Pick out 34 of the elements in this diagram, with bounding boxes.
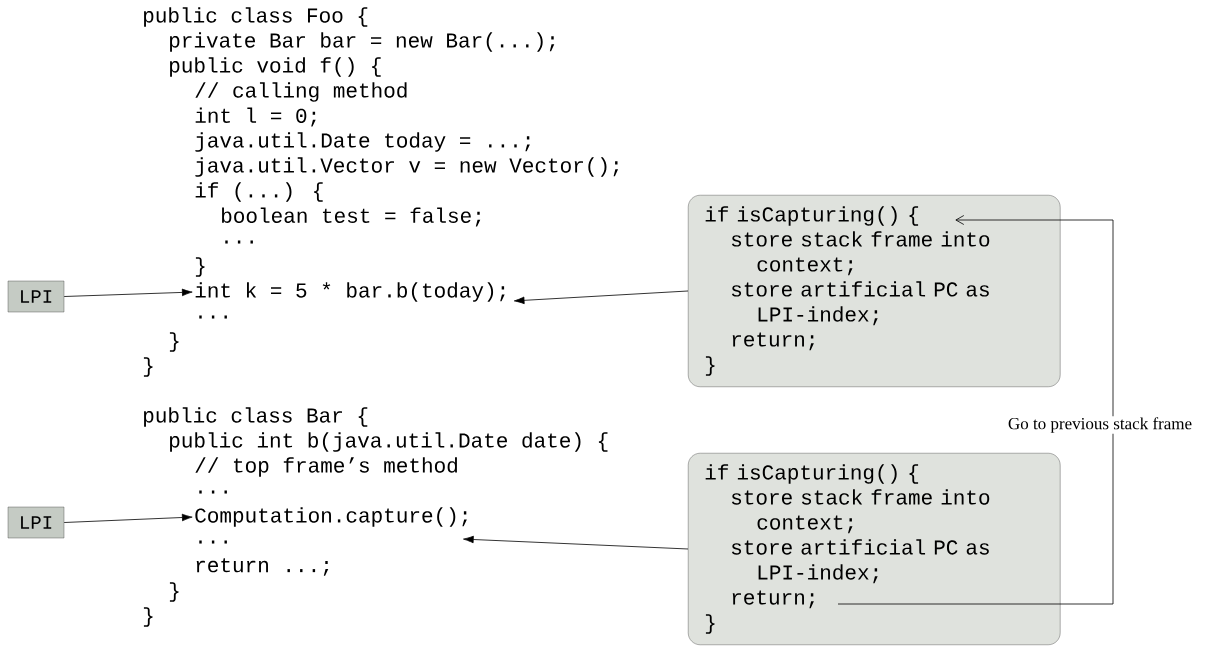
tag-box: LPI <box>7 280 65 313</box>
code-line: public int b(java.util.Date date) { <box>170 432 608 452</box>
code-line: java.util.Vector v = new Vector(); <box>195 157 619 177</box>
code-line: if (...) { <box>195 182 323 202</box>
code-line: } <box>195 257 205 277</box>
code-line: } <box>143 607 153 627</box>
code-box: if isCapturing() { store stack frame into context; store artificial PC as LPI-index; return; } <box>688 195 1061 387</box>
code-line: public class Foo { <box>144 7 368 27</box>
code-line: // top frame’s method <box>195 457 457 477</box>
arrow <box>513 290 689 305</box>
code-line: ... <box>225 240 253 244</box>
code-line: ... <box>199 315 227 319</box>
code-line: public class Bar { <box>144 407 368 427</box>
code-line: private Bar bar = new Bar(...); <box>170 32 555 52</box>
code-line: } <box>143 357 153 377</box>
code-line: java.util.Date today = ...; <box>195 132 530 152</box>
code-line: public void f() { <box>170 57 381 77</box>
tag-box: LPI <box>7 506 65 539</box>
code-line: boolean test = false; <box>222 207 481 227</box>
code-line: Computation.capture(); <box>195 507 467 527</box>
code-line: } <box>169 582 179 602</box>
code-line: } <box>169 332 179 352</box>
code-line: return ...; <box>196 558 329 576</box>
code-line: ... <box>199 540 227 544</box>
code-line: // calling method <box>195 82 407 102</box>
code-line: int k = 5 * bar.b(today); <box>195 282 505 302</box>
code-line: int l = 0; <box>195 107 316 127</box>
arrow <box>837 215 1114 605</box>
code-box: if isCapturing() { store stack frame into context; store artificial PC as LPI-index; return; } <box>688 453 1061 645</box>
arrow <box>463 535 689 550</box>
edge-label: Go to previous stack frame <box>1005 416 1195 434</box>
arrow <box>63 288 193 297</box>
arrow <box>63 513 193 523</box>
code-line: ... <box>199 490 227 494</box>
